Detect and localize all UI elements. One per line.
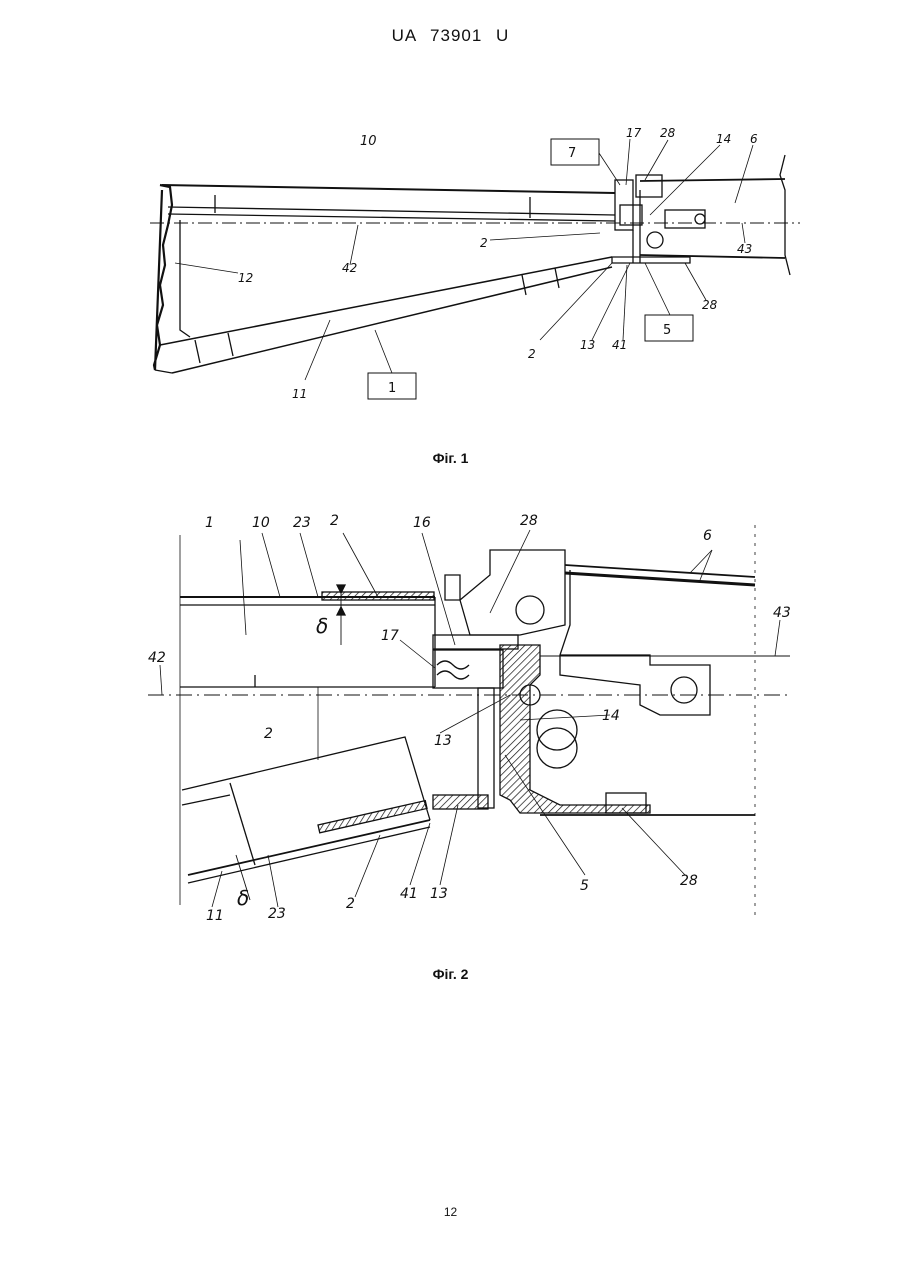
fig2-label-43: 43 [773,605,791,621]
figure-2-caption: Фіг. 2 [0,966,901,982]
fig1-label-1: 1 [388,381,396,396]
fig1-label-43: 43 [737,242,752,256]
fig2-label-delta-bottom: δ [237,886,249,910]
fig2-label-14: 14 [602,708,620,724]
document-id: UA 73901 U [0,26,901,46]
fig2-label-2-bottom: 2 [346,896,355,912]
fig2-label-42: 42 [148,650,166,666]
fig1-label-2-inner: 2 [480,236,488,250]
figure-2-svg: 1 10 23 2 16 28 6 43 17 42 14 2 13 δ δ 1… [0,505,901,925]
fig2-label-28-top: 28 [520,513,538,529]
fig1-label-2-lower: 2 [528,347,536,361]
fig2-label-5: 5 [580,878,589,894]
fig1-label-28-top: 28 [660,126,676,140]
figure-1-drawing: 10 7 17 28 14 6 2 42 43 12 2 13 41 5 28 … [0,115,901,415]
fig2-label-13-bottom: 13 [430,886,448,902]
fig2-label-28-bottom: 28 [680,873,698,889]
figure-1-caption: Фіг. 1 [0,450,901,466]
fig1-label-10: 10 [360,134,377,149]
fig2-label-2-top: 2 [330,513,339,529]
fig2-label-delta-top: δ [316,614,328,638]
figure-2-drawing: 1 10 23 2 16 28 6 43 17 42 14 2 13 δ δ 1… [0,505,901,925]
fig1-label-28-bottom: 28 [702,298,718,312]
fig2-label-23-bottom: 23 [268,906,286,922]
fig2-label-16: 16 [413,515,431,531]
fig2-label-6: 6 [703,528,712,544]
fig2-label-13-mid: 13 [434,733,452,749]
fig2-label-1: 1 [205,515,214,531]
figure-1-svg: 10 7 17 28 14 6 2 42 43 12 2 13 41 5 28 … [0,115,901,415]
fig1-label-13: 13 [580,338,595,352]
fig1-label-12: 12 [238,271,253,285]
fig1-label-41: 41 [612,338,627,352]
fig2-label-23-top: 23 [293,515,311,531]
fig1-label-11: 11 [292,387,307,401]
fig1-label-7: 7 [568,146,576,161]
fig2-label-41: 41 [400,886,418,902]
fig2-label-10: 10 [252,515,270,531]
fig2-label-17: 17 [381,628,399,644]
fig2-label-11: 11 [206,908,224,924]
fig1-label-14: 14 [716,132,731,146]
butt-plate [154,185,172,370]
fig1-label-17: 17 [626,126,642,140]
fig1-label-42: 42 [342,261,357,275]
fig1-label-6: 6 [750,132,758,146]
fig2-label-2-inner: 2 [264,726,273,742]
page-number: 12 [0,1205,901,1219]
fig1-label-5: 5 [663,323,671,338]
